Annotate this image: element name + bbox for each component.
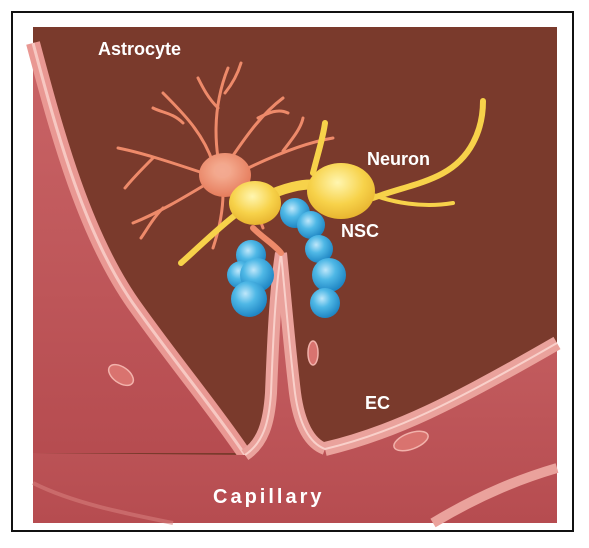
label-astrocyte: Astrocyte (98, 39, 181, 59)
nsc-cell (297, 211, 325, 239)
ec-nucleus (308, 341, 318, 365)
astrocyte-nucleus (215, 164, 231, 178)
nsc-cell (312, 258, 346, 292)
label-ec: EC (365, 393, 390, 413)
nsc-cell (231, 281, 267, 317)
figure-frame: Astrocyte Neuron NSC EC Capillary (11, 11, 574, 532)
label-nsc: NSC (341, 221, 379, 241)
niche-diagram: Astrocyte Neuron NSC EC Capillary (13, 13, 576, 534)
nsc-cell (310, 288, 340, 318)
label-neuron: Neuron (367, 149, 430, 169)
label-capillary: Capillary (213, 486, 324, 508)
neuron-soma (307, 163, 375, 219)
neuron-soma (229, 181, 281, 225)
